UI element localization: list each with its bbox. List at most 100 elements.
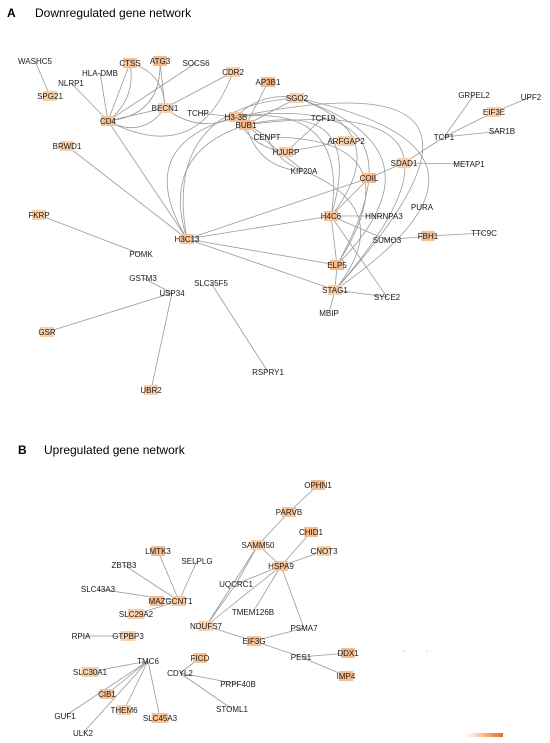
gene-label: GUF1 bbox=[54, 712, 76, 721]
network-edge bbox=[330, 215, 338, 266]
gene-node: SLC45A3 bbox=[143, 713, 178, 723]
gene-node: GSR bbox=[38, 327, 56, 337]
gene-label: PARVB bbox=[276, 508, 302, 517]
gene-label: RSPRY1 bbox=[252, 368, 284, 377]
network-edge bbox=[179, 672, 239, 685]
node-expression-highlight bbox=[120, 631, 136, 641]
gene-label: TMEM126B bbox=[232, 608, 274, 617]
network-edge bbox=[106, 660, 149, 695]
node-expression-highlight bbox=[151, 546, 165, 556]
gene-label: UBR2 bbox=[140, 386, 162, 395]
network-edge bbox=[334, 289, 388, 298]
node-expression-highlight bbox=[193, 653, 207, 663]
gene-label: STAG1 bbox=[322, 286, 348, 295]
node-expression-highlight bbox=[487, 107, 501, 117]
gene-label: SYCE2 bbox=[374, 293, 401, 302]
network-edge bbox=[205, 583, 237, 627]
gene-node: SPG21 bbox=[37, 91, 63, 101]
gene-node: SAMM50 bbox=[242, 540, 275, 550]
network-edge bbox=[142, 277, 173, 294]
gene-label: IMP4 bbox=[337, 672, 356, 681]
gene-label: LMTK3 bbox=[145, 547, 171, 556]
gene-node: MAZ bbox=[149, 596, 166, 606]
node-expression-highlight bbox=[290, 93, 304, 103]
node-expression-highlight bbox=[261, 77, 275, 87]
gene-label: BUB1 bbox=[236, 121, 257, 130]
gene-label: CNOT3 bbox=[310, 547, 338, 556]
node-expression-highlight bbox=[324, 211, 338, 221]
gene-node: POMK bbox=[129, 250, 153, 259]
gene-node: SDAD1 bbox=[391, 158, 418, 168]
network-edge bbox=[245, 97, 298, 126]
gene-node: SYCE2 bbox=[374, 293, 401, 302]
network-curved-edge bbox=[266, 136, 305, 172]
gene-node: PRPF40B bbox=[220, 680, 256, 689]
network-curved-edge bbox=[235, 102, 424, 291]
gene-node: BECN1 bbox=[152, 103, 179, 113]
network-edge bbox=[210, 282, 269, 373]
node-expression-highlight bbox=[43, 91, 57, 101]
node-expression-highlight bbox=[250, 540, 266, 550]
stray-dot bbox=[403, 650, 405, 652]
gene-node: SLC29A2 bbox=[119, 609, 154, 619]
network-edge bbox=[107, 120, 188, 240]
gene-node: NDUFS7 bbox=[190, 621, 223, 631]
gene-node: PSMA7 bbox=[290, 624, 318, 633]
gene-node: AP3B1 bbox=[256, 77, 281, 87]
gene-node: EIF3G bbox=[242, 636, 266, 646]
gene-label: CIB1 bbox=[98, 690, 116, 699]
gene-label: AP3B1 bbox=[256, 78, 281, 87]
node-expression-highlight bbox=[158, 103, 172, 113]
node-expression-highlight bbox=[127, 609, 145, 619]
gene-label: SUMO3 bbox=[373, 236, 402, 245]
network-edge bbox=[253, 627, 305, 642]
gene-label: SOCS6 bbox=[182, 59, 210, 68]
network-edge bbox=[179, 672, 233, 710]
gene-label: H4C6 bbox=[321, 212, 342, 221]
network-curved-edge bbox=[266, 136, 367, 266]
gene-node: GTPBP3 bbox=[112, 631, 144, 641]
gene-node: CTSS bbox=[119, 58, 141, 68]
gene-node: HJURP bbox=[273, 147, 300, 157]
network-edge bbox=[205, 544, 259, 627]
gene-label: PURA bbox=[411, 203, 434, 212]
gene-label: NDUFS7 bbox=[190, 622, 223, 631]
network-edge bbox=[97, 588, 180, 602]
gene-label: H3-3B bbox=[225, 113, 248, 122]
gene-node: COIL bbox=[360, 173, 379, 183]
network-edge bbox=[186, 177, 370, 240]
node-expression-highlight bbox=[337, 136, 355, 146]
network-curved-edge bbox=[235, 115, 334, 217]
network-curved-edge bbox=[296, 97, 358, 217]
gene-label: HJURP bbox=[273, 148, 300, 157]
gene-label: OPHN1 bbox=[304, 481, 332, 490]
gene-node: SAR1B bbox=[489, 127, 515, 136]
gene-node: ARFGAP2 bbox=[327, 136, 365, 146]
node-expression-highlight bbox=[304, 527, 318, 537]
gene-node: SELPLG bbox=[181, 557, 212, 566]
gene-label: METAP1 bbox=[453, 160, 485, 169]
panel-a-letter: A bbox=[7, 6, 16, 20]
network-edge bbox=[205, 565, 282, 627]
gene-node: HSPA9 bbox=[268, 561, 294, 571]
network-curved-edge bbox=[245, 119, 406, 291]
network-curved-edge bbox=[296, 97, 430, 291]
node-expression-highlight bbox=[81, 667, 99, 677]
network-edge bbox=[280, 565, 305, 629]
network-edge bbox=[280, 531, 312, 567]
gene-label: SELPLG bbox=[181, 557, 212, 566]
colorbar-legend bbox=[466, 733, 503, 737]
node-expression-highlight bbox=[226, 67, 240, 77]
network-edge bbox=[186, 215, 332, 240]
gene-node: SOCS6 bbox=[182, 59, 210, 68]
network-edge bbox=[34, 60, 51, 97]
gene-node: CENPT bbox=[253, 133, 280, 142]
gene-label: TMC6 bbox=[137, 657, 159, 666]
gene-label: MAZ bbox=[149, 597, 166, 606]
gene-label: USP34 bbox=[159, 289, 185, 298]
gene-node: RSPRY1 bbox=[252, 368, 284, 377]
node-expression-highlight bbox=[317, 546, 331, 556]
gene-label: UQCRC1 bbox=[219, 580, 253, 589]
network-edge bbox=[205, 625, 255, 642]
gene-label: WASHC5 bbox=[18, 57, 52, 66]
